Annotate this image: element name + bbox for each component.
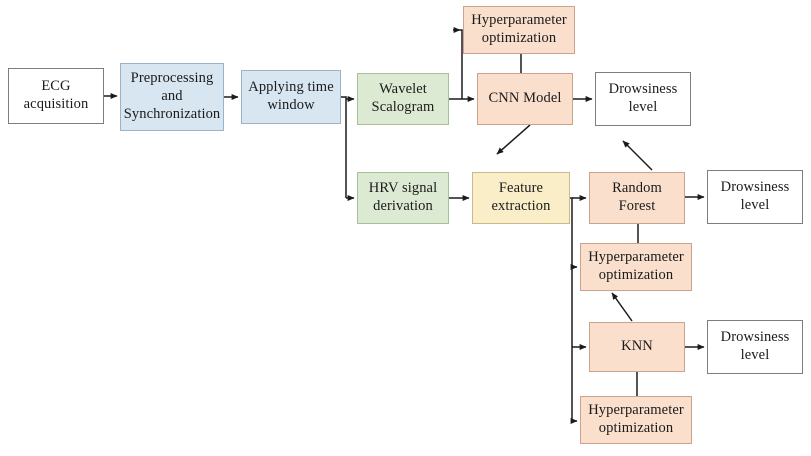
- node-hyperparameter-optimization-cnn[interactable]: Hyperparameter optimization: [463, 6, 575, 54]
- edge-window-trunk: [341, 96, 347, 198]
- node-hyperparameter-optimization-rf[interactable]: Hyperparameter optimization: [580, 243, 692, 291]
- node-hyperparameter-optimization-knn[interactable]: Hyperparameter optimization: [580, 396, 692, 444]
- node-hrv-signal-derivation[interactable]: HRV signal derivation: [357, 172, 449, 224]
- node-drowsiness-level-knn[interactable]: Drowsiness level: [707, 320, 803, 374]
- node-label: Wavelet Scalogram: [371, 81, 435, 115]
- node-label: Preprocessing and Synchronization: [123, 70, 221, 122]
- node-label: Applying time window: [248, 79, 334, 113]
- node-drowsiness-level-cnn[interactable]: Drowsiness level: [595, 72, 691, 126]
- node-preprocessing-and-synchronization[interactable]: Preprocessing and Synchronization: [120, 63, 224, 131]
- node-wavelet-scalogram[interactable]: Wavelet Scalogram: [357, 73, 449, 125]
- node-label: Hyperparameter optimization: [588, 249, 684, 283]
- node-random-forest[interactable]: Random Forest: [589, 172, 685, 224]
- node-label: Random Forest: [612, 180, 662, 214]
- node-label: KNN: [621, 338, 653, 355]
- node-ecg-acquisition[interactable]: ECG acquisition: [8, 68, 104, 124]
- node-label: Hyperparameter optimization: [471, 12, 567, 46]
- edge-rf-diagonal-up: [622, 140, 653, 171]
- node-applying-time-window[interactable]: Applying time window: [241, 70, 341, 124]
- node-feature-extraction[interactable]: Feature extraction: [472, 172, 570, 224]
- node-label: ECG acquisition: [23, 78, 89, 112]
- node-cnn-model[interactable]: CNN Model: [477, 73, 573, 125]
- node-label: Hyperparameter optimization: [588, 402, 684, 436]
- edge-cnn-diagonal-down: [496, 124, 531, 155]
- node-label: Drowsiness level: [608, 81, 678, 115]
- edge-knn-diagonal-up: [611, 292, 633, 322]
- node-label: Drowsiness level: [720, 179, 790, 213]
- node-label: Drowsiness level: [720, 329, 790, 363]
- node-label: Feature extraction: [491, 180, 551, 214]
- node-drowsiness-level-rf[interactable]: Drowsiness level: [707, 170, 803, 224]
- node-knn[interactable]: KNN: [589, 322, 685, 372]
- edge-feature-trunk: [570, 197, 573, 421]
- edge-branch-up-to-hp-cnn: [460, 29, 463, 99]
- node-label: CNN Model: [488, 90, 562, 107]
- node-label: HRV signal derivation: [368, 180, 438, 214]
